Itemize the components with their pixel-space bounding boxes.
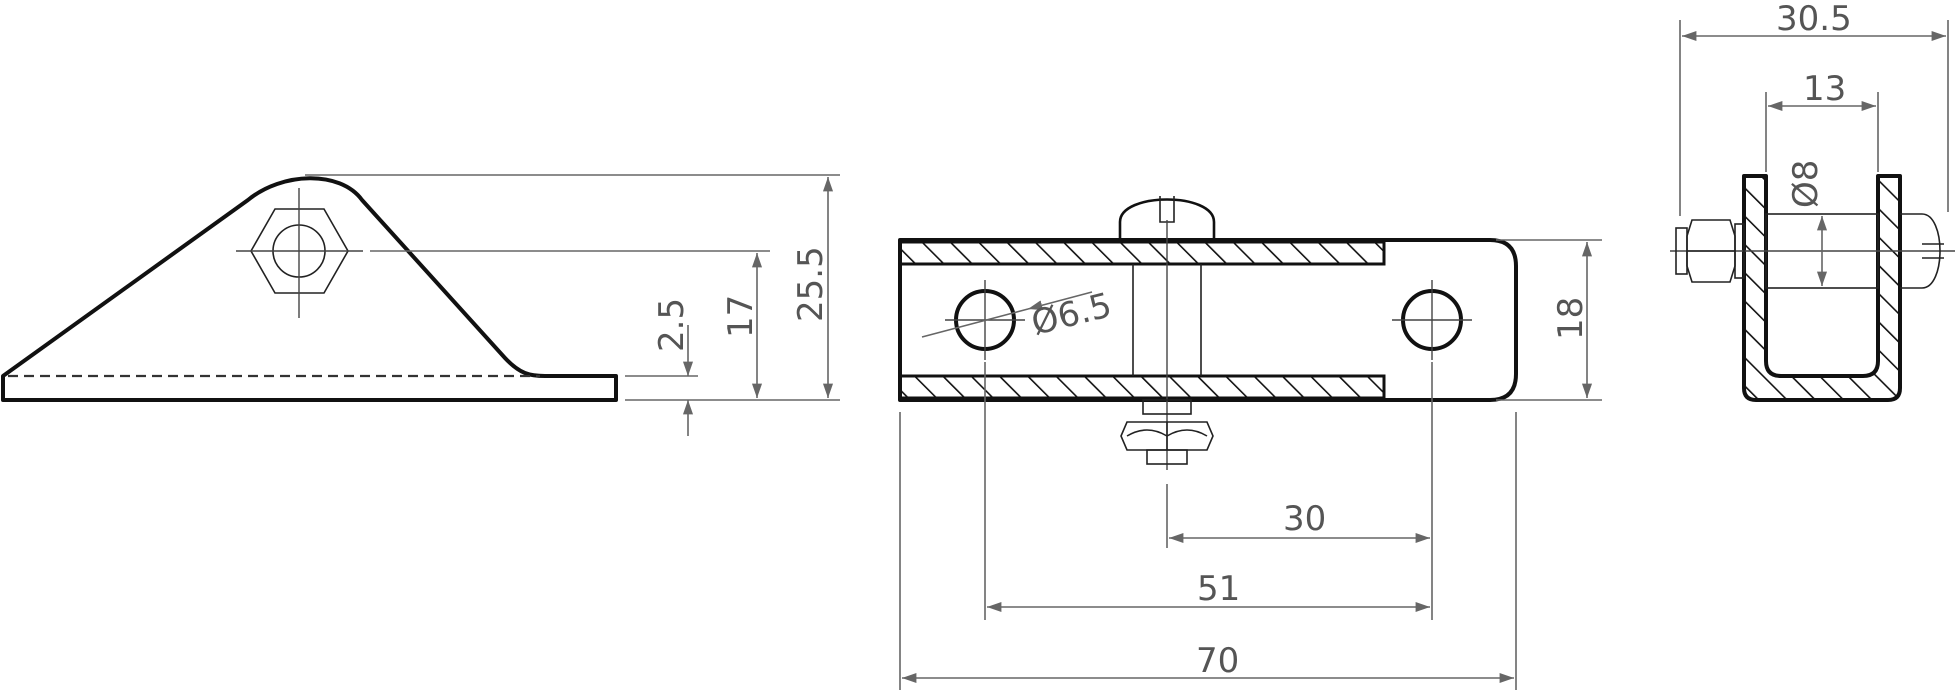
side-view-outline (1, 176, 618, 402)
dim-label-hole-diameter: Ø6.5 (1028, 285, 1116, 343)
dim-label-overall-length: 70 (1196, 641, 1239, 681)
dim-label-hole-height: 17 (721, 295, 761, 338)
dim-label-inner-width: 13 (1803, 69, 1846, 109)
dim-leader-hole-diameter (921, 308, 1029, 338)
dim-label-hole-spacing: 51 (1197, 569, 1240, 609)
dim-label-hole-to-pin: 30 (1283, 499, 1326, 539)
end-view: 30.5 13 Ø8 (1670, 0, 1955, 402)
end-view-screw-slot (1922, 243, 1944, 259)
dim-leader-hole-diameter-ext (1027, 291, 1093, 311)
hex-nut-curves (1126, 429, 1208, 437)
end-view-washer (1734, 223, 1745, 279)
side-view: 2.5 17 25.5 (1, 174, 840, 436)
dim-label-thickness: 2.5 (652, 298, 692, 352)
bottom-wall-section (898, 374, 1386, 400)
washer (1142, 399, 1192, 415)
dim-label-overall-width: 30.5 (1776, 0, 1852, 39)
top-wall-section (898, 240, 1386, 266)
end-view-screw-head (1900, 213, 1941, 289)
screw-tip (1146, 449, 1188, 465)
dim-label-total-height: 25.5 (791, 246, 831, 322)
end-view-screw-tip (1675, 227, 1688, 275)
dim-label-width: 18 (1551, 297, 1591, 340)
hex-nut-side (1120, 421, 1214, 451)
top-view: Ø6.5 18 30 51 70 (898, 196, 1602, 690)
screw-head (1118, 198, 1216, 240)
u-channel-section (1742, 174, 1902, 402)
dim-label-pin-diameter: Ø8 (1786, 160, 1826, 208)
